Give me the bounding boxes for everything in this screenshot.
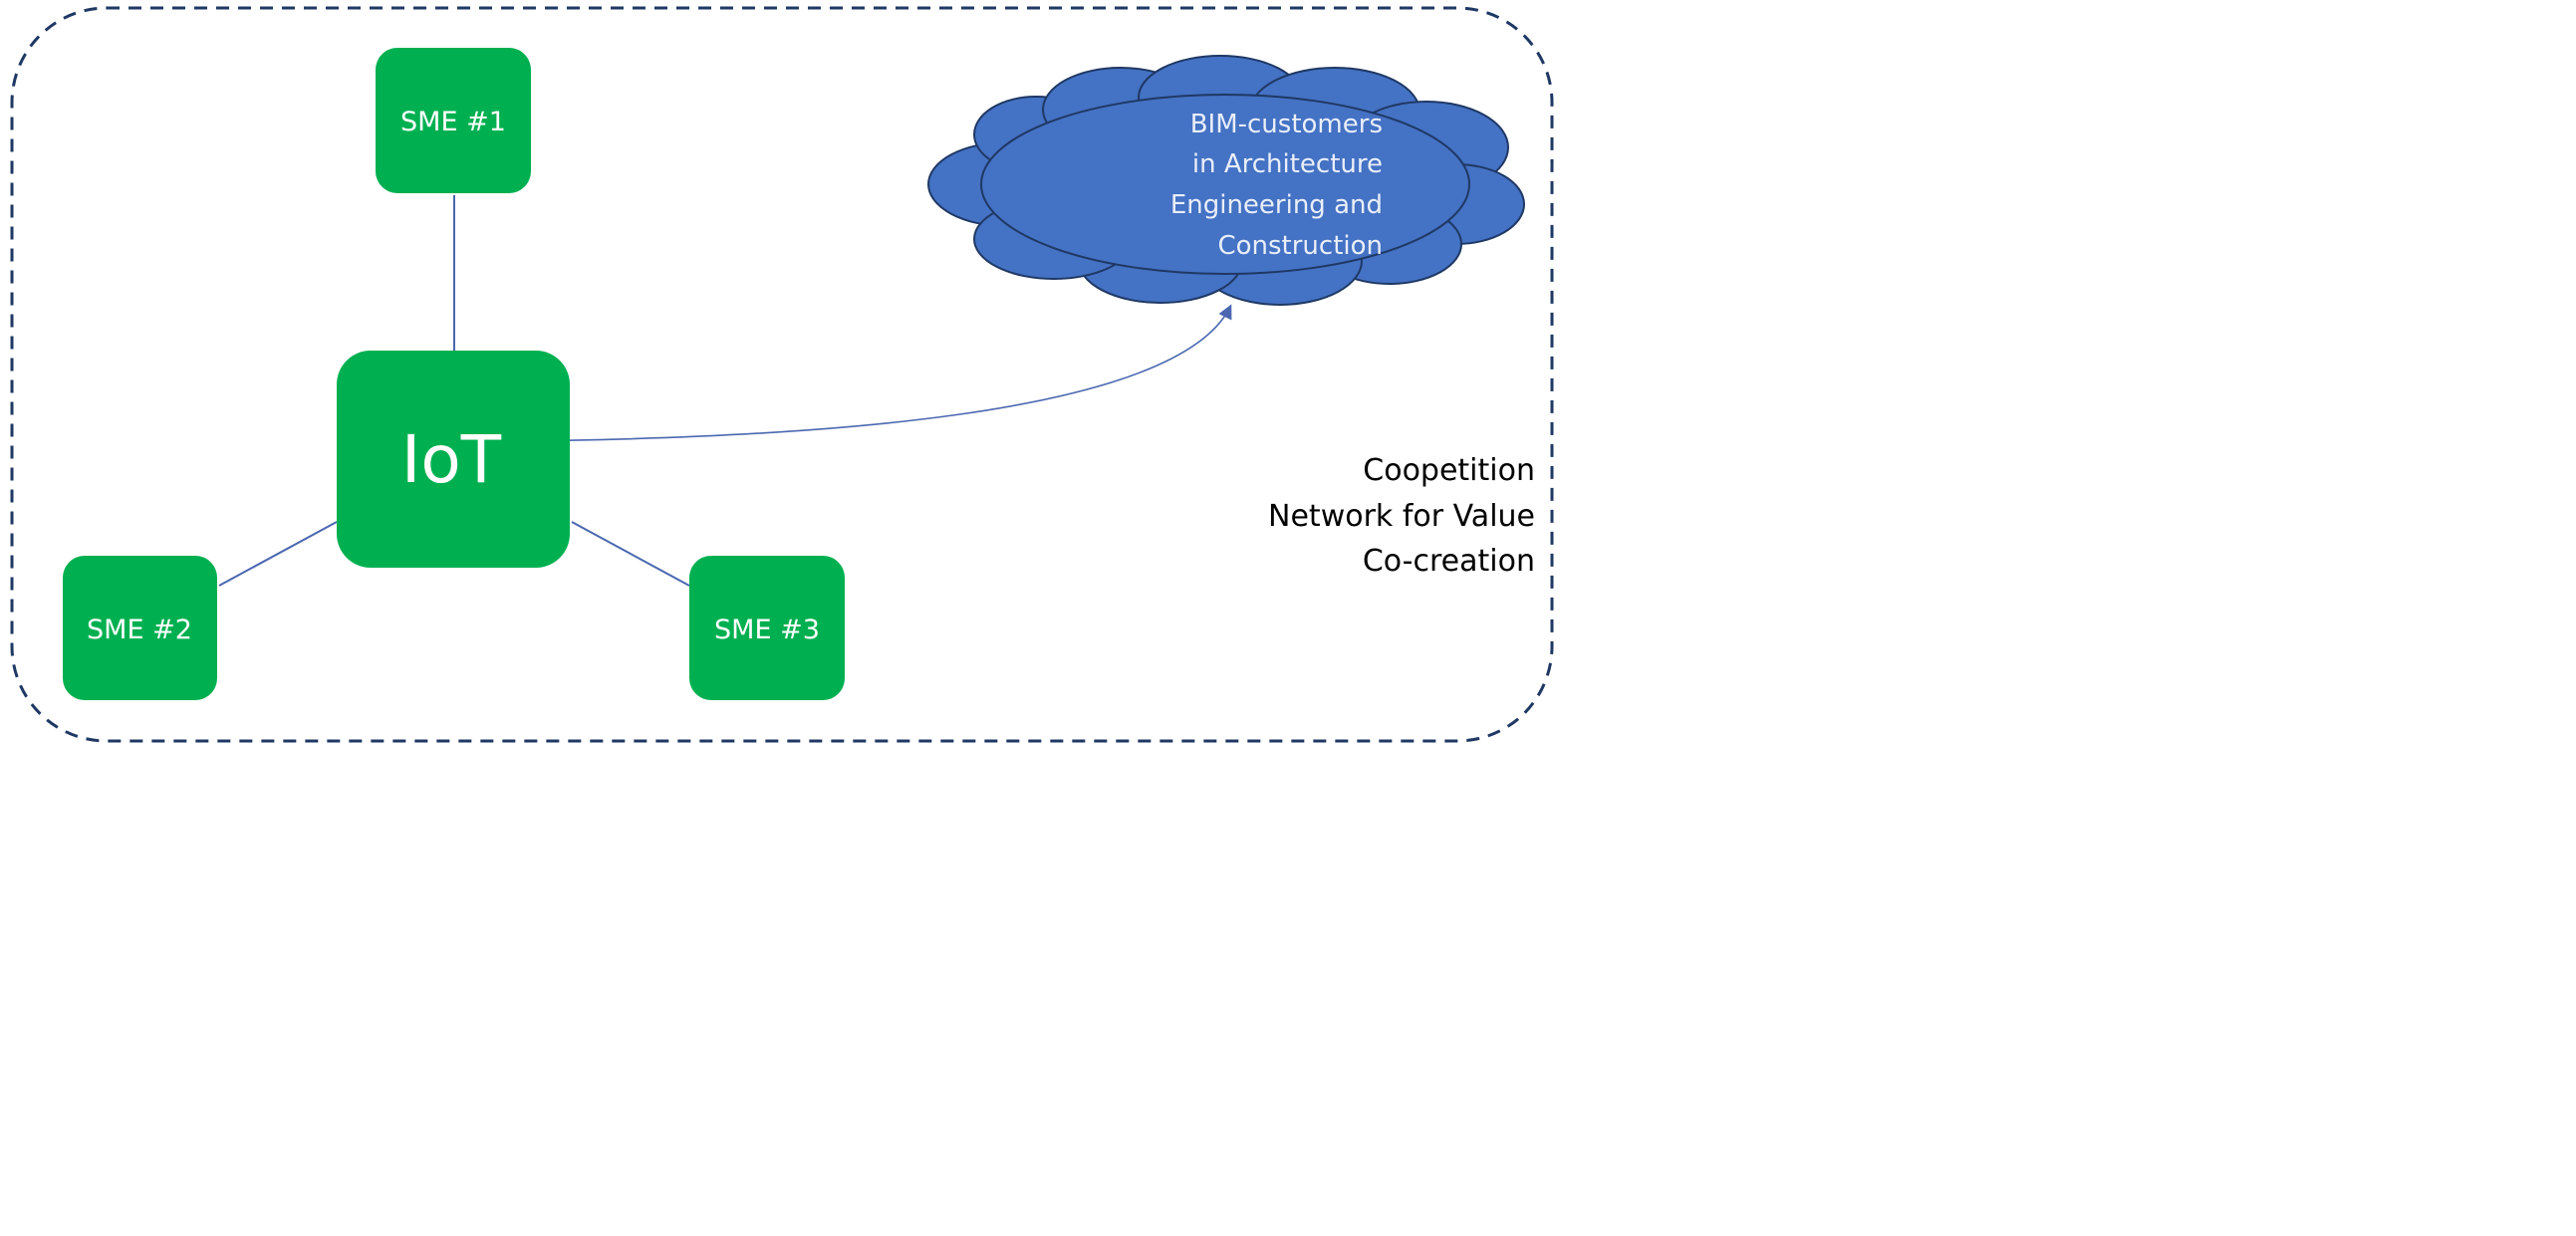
node-sme2-box [63,556,217,700]
connector-sme2-iot [218,521,338,587]
cloud-label-line: BIM-customers [1190,110,1383,139]
node-iot-label: IoT [401,421,502,498]
node-iot: IoT [337,351,570,568]
diagram-canvas: SME #1 IoT SME #2 SME #3 BIM-customers i… [0,0,1562,749]
node-iot-box [337,351,570,568]
diagram-svg: SME #1 IoT SME #2 SME #3 BIM-customers i… [10,6,1554,743]
node-sme3-label: SME #3 [714,615,820,645]
cloud-label: BIM-customers in Architecture Engineerin… [1170,110,1383,261]
cloud-shape [927,55,1525,306]
node-sme1-box [376,48,531,193]
connector-sme3-iot [571,521,690,587]
node-sme2-label: SME #2 [87,615,192,645]
network-label-line: Network for Value [1268,499,1535,534]
network-label-line: Coopetition [1363,453,1535,488]
network-label-line: Co-creation [1363,544,1535,579]
node-sme1: SME #1 [376,48,531,193]
iot-cloud-arrow [507,304,1232,449]
node-sme3: SME #3 [689,556,845,700]
cloud-label-line: Engineering and [1170,190,1383,220]
network-label: Coopetition Network for Value Co-creatio… [1268,453,1535,579]
node-sme2: SME #2 [63,556,217,700]
cloud-label-line: Construction [1217,231,1383,261]
cloud-label-line: in Architecture [1192,149,1383,179]
node-sme1-label: SME #1 [400,107,506,137]
node-sme3-box [689,556,845,700]
